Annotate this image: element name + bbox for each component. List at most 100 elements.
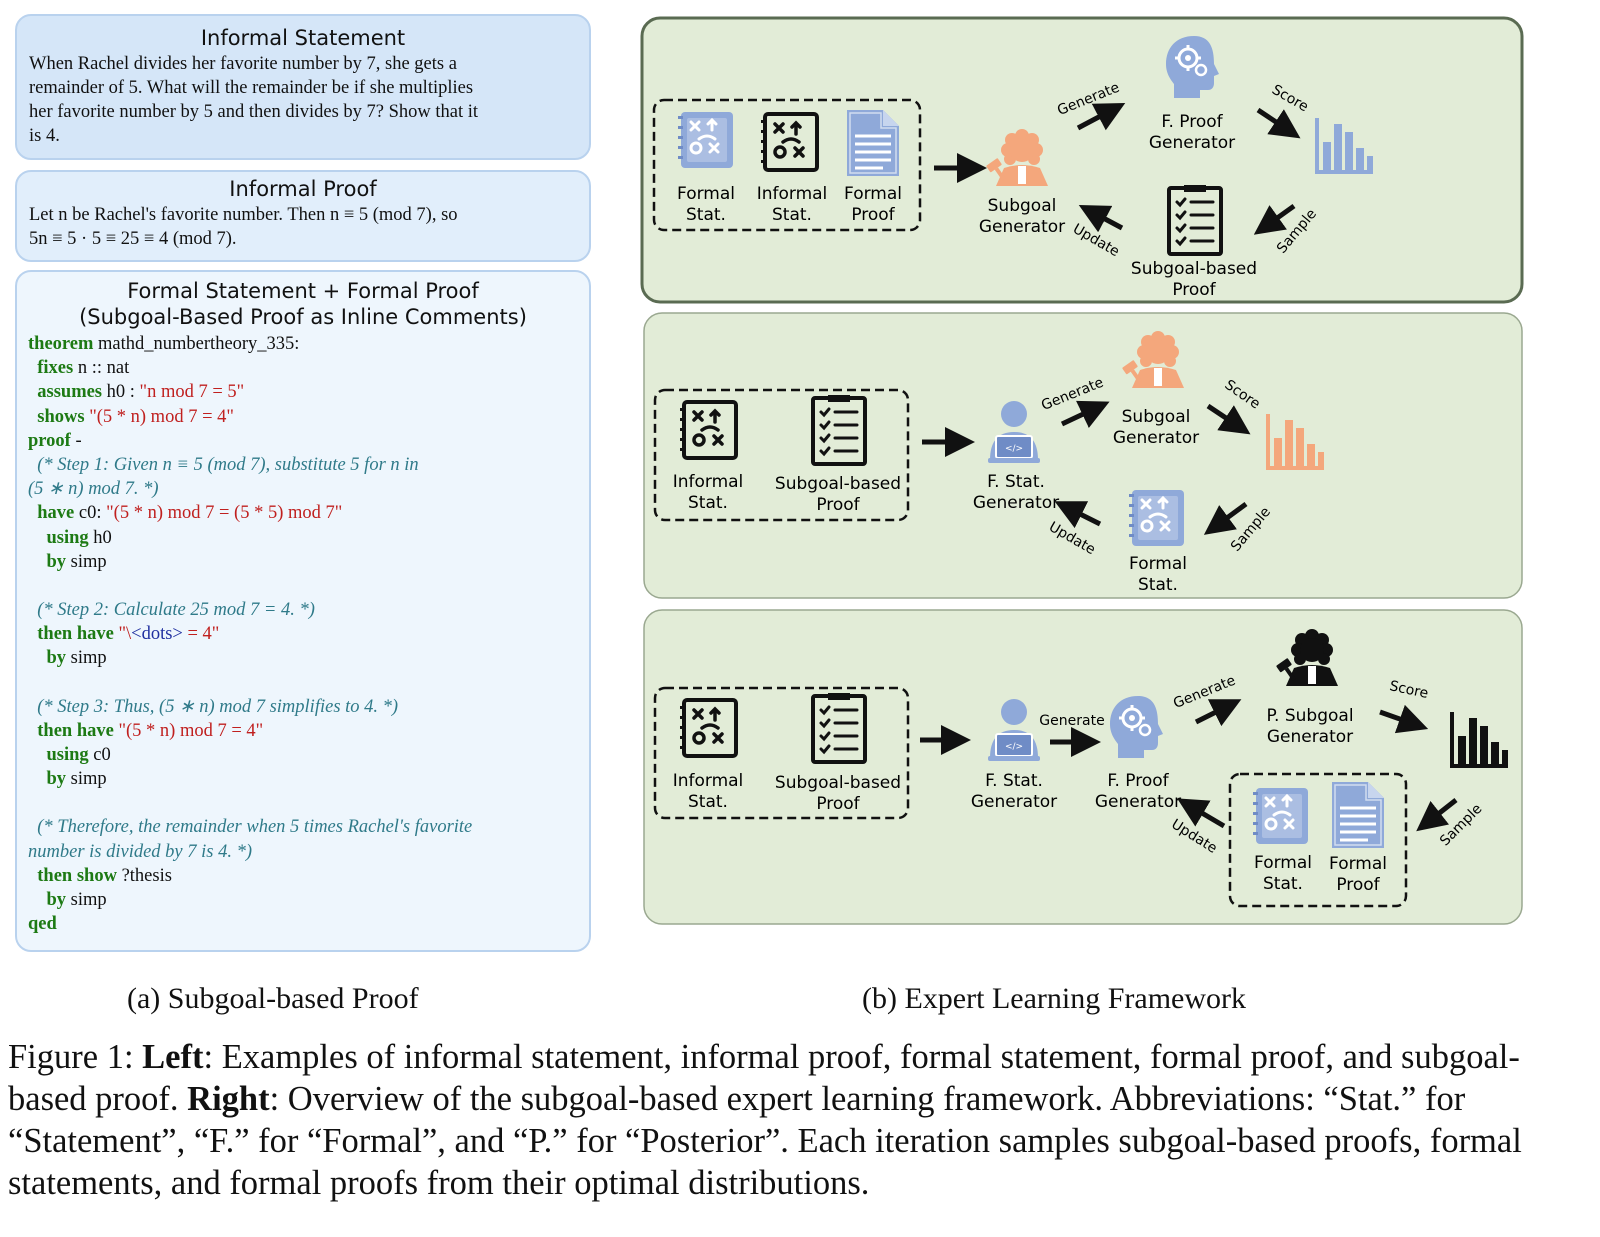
arrow (1078, 204, 1124, 233)
p3-input-label: Proof (816, 794, 860, 814)
code-line: (* Step 3: Thus, (5 ∗ n) mod 7 simplifie… (28, 695, 589, 719)
code-token: by (28, 551, 67, 572)
code-token: theorem (28, 334, 94, 354)
formal-title-line1: Formal Statement + Formal Proof (127, 279, 479, 303)
arrow (1203, 501, 1248, 535)
formal-stat-icon (1127, 488, 1186, 548)
code-token: (* Step 1: Given n ≡ 5 (mod 7), substitu… (28, 455, 419, 476)
code-token: (* Therefore, the remainder when 5 times… (28, 817, 473, 838)
p1-input-label: Stat. (686, 205, 726, 225)
p3-agent1-label: Generator (971, 792, 1057, 812)
informal-statement-text: When Rachel divides her favorite number … (17, 52, 589, 148)
text-line: her favorite number by 5 and then divide… (29, 102, 479, 122)
code-token: using (28, 745, 89, 766)
p2-generator-label: Subgoal (1122, 407, 1191, 427)
arrow (1194, 699, 1242, 727)
code-line: using h0 (28, 526, 589, 550)
informal-proof-box: Informal Proof Let n be Rachel's favorit… (15, 170, 591, 262)
caption-left-label: Left (142, 1038, 204, 1076)
panel-1: Formal Stat. Informal Stat. Formal Proof… (640, 16, 1524, 304)
text-line: is 4. (29, 126, 60, 146)
code-token: mathd_numbertheory_335: (93, 334, 300, 354)
code-line: by simp (28, 888, 589, 912)
arrow (1206, 403, 1251, 435)
code-line: proof - (28, 429, 589, 453)
code-line: shows "(5 * n) mod 7 = 4" (28, 405, 589, 429)
code-token: (* Step 2: Calculate 25 mod 7 = 4. *) (28, 600, 315, 621)
code-token: (* Step 3: Thus, (5 ∗ n) mod 7 simplifie… (28, 696, 399, 717)
code-token: simp (66, 551, 107, 572)
p3-sample-label: Formal (1254, 853, 1312, 873)
p2-agent-label: F. Stat. (987, 472, 1045, 492)
code-token: fixes (28, 358, 74, 379)
code-token: simp (66, 769, 107, 790)
code-line: by simp (28, 767, 589, 791)
formal-stat-icon (1251, 786, 1310, 846)
p3-generator-label: P. Subgoal (1266, 706, 1353, 726)
code-token: = 4" (182, 624, 220, 645)
formal-stat-icon (676, 110, 735, 170)
p1-generator-label: Generator (1149, 133, 1235, 153)
code-line: then have "\<dots> = 4" (28, 622, 589, 646)
p1-input-label: Stat. (772, 205, 812, 225)
code-token: "\ (118, 624, 132, 645)
code-token: by (28, 648, 67, 669)
p3-input-label: Stat. (688, 792, 728, 812)
p3-generator-label: Generator (1267, 727, 1353, 747)
arrow (1379, 704, 1429, 734)
code-token: "(5 * n) mod 7 = 4" (118, 720, 264, 741)
p1-input-label: Proof (851, 205, 895, 225)
code-line: by simp (28, 646, 589, 670)
informal-proof-text: Let n be Rachel's favorite number. Then … (17, 203, 589, 251)
code-token: by (28, 890, 67, 911)
caption-b: (b) Expert Learning Framework (862, 982, 1247, 1015)
formal-code-block: theorem mathd_numbertheory_335: fixes n … (17, 332, 589, 936)
formal-proof-icon (1330, 780, 1386, 850)
code-line: by simp (28, 550, 589, 574)
informal-proof-title: Informal Proof (229, 177, 377, 201)
code-token: number is divided by 7 is 4. *) (28, 841, 253, 862)
caption-left-text: : Examples of informal statement, inform… (8, 1038, 1520, 1118)
p1-agent-label: Subgoal (988, 196, 1057, 216)
code-token: c0: (74, 503, 107, 524)
code-token: "(5 * n) mod 7 = 4" (89, 406, 234, 427)
formal-proof-box: Formal Statement + Formal Proof (Subgoal… (15, 270, 591, 952)
arrow (1177, 798, 1226, 829)
code-line: then have "(5 * n) mod 7 = 4" (28, 719, 589, 743)
informal-statement-box: Informal Statement When Rachel divides h… (15, 14, 591, 160)
p1-input-label: Formal (844, 184, 902, 204)
p2-generator-label: Generator (1113, 428, 1199, 448)
code-line: number is divided by 7 is 4. *) (28, 840, 589, 864)
code-token: shows (28, 406, 85, 427)
text-line: 5n ≡ 5 · 5 ≡ 25 ≡ 4 (mod 7). (29, 229, 237, 249)
panel-2: Informal Stat. Subgoal-based Proof F. St… (643, 312, 1523, 599)
text-line: When Rachel divides her favorite number … (29, 54, 457, 74)
p2-sample-label: Stat. (1138, 575, 1178, 595)
p3-agent2-label: Generator (1095, 792, 1181, 812)
code-token: (5 ∗ n) mod 7. *) (28, 479, 159, 500)
informal-statement-title: Informal Statement (200, 26, 406, 50)
code-token: then have (28, 624, 114, 645)
code-line: then show ?thesis (28, 864, 589, 888)
code-line: have c0: "(5 * n) mod 7 = (5 * 5) mod 7" (28, 501, 589, 525)
code-token: c0 (88, 745, 111, 766)
p1-agent-label: Generator (979, 217, 1065, 237)
code-line: (* Therefore, the remainder when 5 times… (28, 815, 589, 839)
p3-sample-label: Formal (1329, 854, 1387, 874)
edge-label: Score (1388, 678, 1430, 702)
p3-input-label: Subgoal-based (775, 773, 901, 793)
code-token: "n mod 7 = 5" (139, 382, 245, 403)
edge-label: Generate (1039, 713, 1104, 729)
p2-input-label: Stat. (688, 493, 728, 513)
code-token: h0 : (102, 382, 140, 403)
p1-sample-label: Proof (1172, 280, 1216, 300)
code-token: <dots> (131, 624, 183, 645)
code-token: h0 (88, 527, 112, 548)
code-token: simp (66, 648, 107, 669)
formal-title-line2: (Subgoal-Based Proof as Inline Comments) (79, 305, 527, 329)
code-token: assumes (28, 382, 103, 403)
code-token: have (28, 503, 75, 524)
code-line: (* Step 1: Given n ≡ 5 (mod 7), substitu… (28, 453, 589, 477)
figure-caption: Figure 1: Left: Examples of informal sta… (8, 1036, 1598, 1204)
arrow (1256, 107, 1301, 139)
